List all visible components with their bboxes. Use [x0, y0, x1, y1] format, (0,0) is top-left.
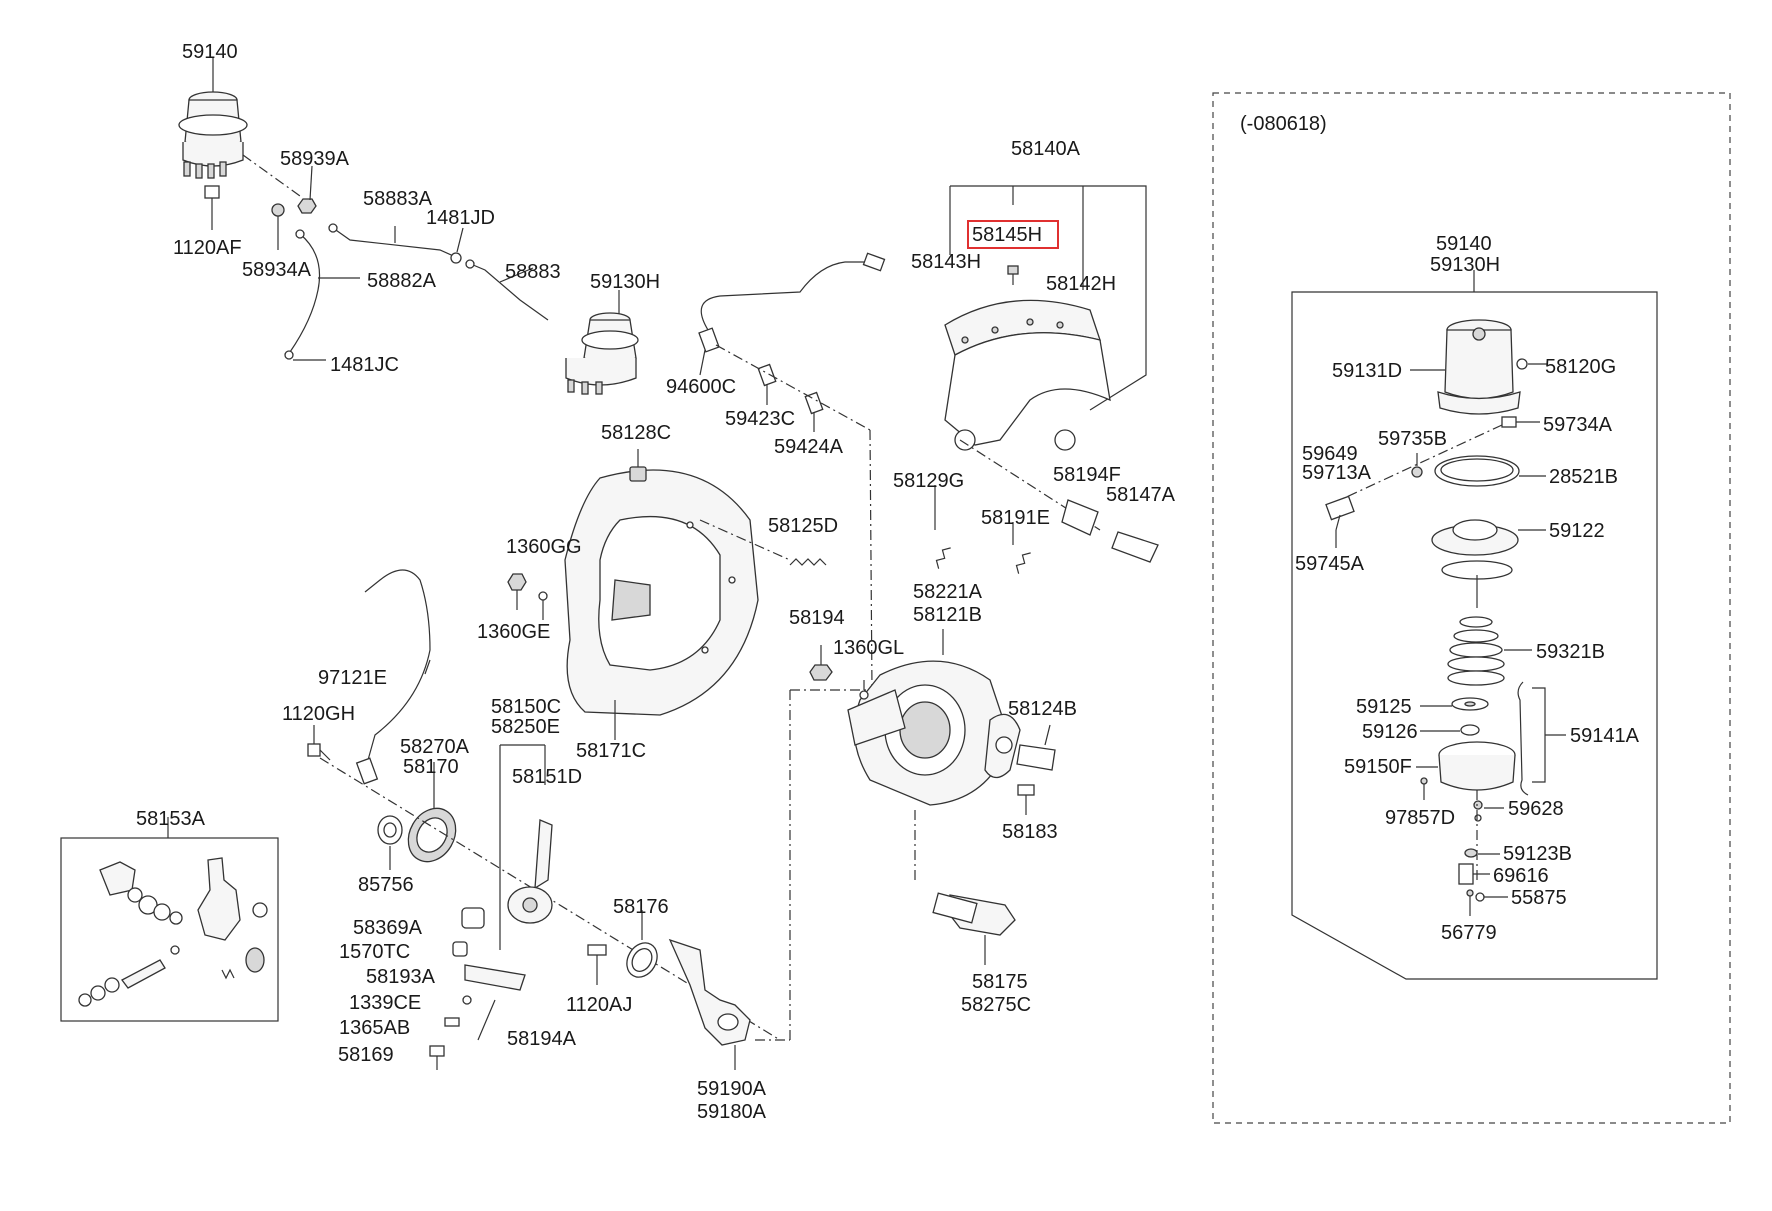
highlighted-part-box — [967, 220, 1059, 249]
part-label-59649[interactable]: 59649 — [1302, 443, 1358, 465]
part-label-59130H[interactable]: 59130H — [590, 271, 660, 293]
part-label-59141A[interactable]: 59141A — [1570, 725, 1640, 747]
brake-spider-group — [809, 629, 1056, 965]
part-label-97857D[interactable]: 97857D — [1385, 807, 1455, 829]
part-label-58183[interactable]: 58183 — [1002, 821, 1058, 843]
part-label-59628[interactable]: 59628 — [1508, 798, 1564, 820]
part-label-85756[interactable]: 85756 — [358, 874, 414, 896]
part-label-58175[interactable]: 58175 — [972, 971, 1028, 993]
part-label-58194A[interactable]: 58194A — [507, 1028, 577, 1050]
part-label-59126[interactable]: 59126 — [1362, 721, 1418, 743]
slack-adjuster-detail-inset — [60, 817, 279, 1022]
part-label-58169[interactable]: 58169 — [338, 1044, 394, 1066]
part-label-58193A[interactable]: 58193A — [366, 966, 436, 988]
part-label-58939A[interactable]: 58939A — [280, 148, 350, 170]
part-label-55875[interactable]: 55875 — [1511, 887, 1567, 909]
abs-sensor-cable-group — [698, 252, 886, 691]
part-label-58128C[interactable]: 58128C — [601, 422, 671, 444]
part-label-97121E[interactable]: 97121E — [318, 667, 387, 689]
part-label-58934A[interactable]: 58934A — [242, 259, 312, 281]
part-label-1120AJ[interactable]: 1120AJ — [566, 994, 632, 1016]
variant-date-note: (-080618) — [1240, 113, 1327, 135]
part-label-1365AB[interactable]: 1365AB — [339, 1017, 410, 1039]
part-label-58883A[interactable]: 58883A — [363, 188, 433, 210]
part-label-59734A[interactable]: 59734A — [1543, 414, 1613, 436]
part-label-59130H-variant[interactable]: 59130H — [1430, 254, 1500, 276]
part-label-1360GL[interactable]: 1360GL — [833, 637, 904, 659]
part-label-58120G[interactable]: 58120G — [1545, 356, 1616, 378]
part-label-58194F[interactable]: 58194F — [1053, 464, 1121, 486]
part-label-58150C[interactable]: 58150C — [491, 696, 561, 718]
part-label-58151D[interactable]: 58151D — [512, 766, 582, 788]
part-label-1360GG[interactable]: 1360GG — [506, 536, 582, 558]
part-label-69616[interactable]: 69616 — [1493, 865, 1549, 887]
part-label-58221A[interactable]: 58221A — [913, 581, 983, 603]
brake-chamber-group — [178, 58, 639, 395]
part-label-58147A[interactable]: 58147A — [1106, 484, 1176, 506]
part-label-58143H[interactable]: 58143H — [911, 251, 981, 273]
part-label-1481JC[interactable]: 1481JC — [330, 354, 399, 376]
part-label-58171C[interactable]: 58171C — [576, 740, 646, 762]
part-label-59190A[interactable]: 59190A — [697, 1078, 767, 1100]
part-label-59123B[interactable]: 59123B — [1503, 843, 1572, 865]
part-label-58125D[interactable]: 58125D — [768, 515, 838, 537]
part-label-58153A[interactable]: 58153A — [136, 808, 206, 830]
part-label-1120AF[interactable]: 1120AF — [173, 237, 242, 259]
part-label-58275C[interactable]: 58275C — [961, 994, 1031, 1016]
part-label-58194[interactable]: 58194 — [789, 607, 845, 629]
slack-adjuster-group — [307, 569, 870, 1070]
part-label-1481JD[interactable]: 1481JD — [426, 207, 495, 229]
part-label-58129G[interactable]: 58129G — [893, 470, 964, 492]
dust-shield-group — [507, 449, 827, 740]
part-label-1339CE[interactable]: 1339CE — [349, 992, 421, 1014]
part-label-59424A[interactable]: 59424A — [774, 436, 844, 458]
part-label-58250E[interactable]: 58250E — [491, 716, 560, 738]
part-label-59321B[interactable]: 59321B — [1536, 641, 1605, 663]
brake-shoe-group — [934, 185, 1159, 574]
part-label-59745A[interactable]: 59745A — [1295, 553, 1365, 575]
part-label-58145H[interactable]: 58145H — [972, 224, 1042, 246]
part-label-59140-variant[interactable]: 59140 — [1436, 233, 1492, 255]
part-label-59125[interactable]: 59125 — [1356, 696, 1412, 718]
part-label-59150F[interactable]: 59150F — [1344, 756, 1412, 778]
part-label-59122[interactable]: 59122 — [1549, 520, 1605, 542]
part-label-58170[interactable]: 58170 — [403, 756, 459, 778]
part-label-94600C[interactable]: 94600C — [666, 376, 736, 398]
part-label-1570TC[interactable]: 1570TC — [339, 941, 410, 963]
part-label-58176[interactable]: 58176 — [613, 896, 669, 918]
part-label-58124B[interactable]: 58124B — [1008, 698, 1077, 720]
part-label-58270A[interactable]: 58270A — [400, 736, 470, 758]
part-label-58121B[interactable]: 58121B — [913, 604, 982, 626]
part-label-59140[interactable]: 59140 — [182, 41, 238, 63]
part-label-58883[interactable]: 58883 — [505, 261, 561, 283]
part-label-58140A[interactable]: 58140A — [1011, 138, 1081, 160]
variant-detail-panel — [1212, 92, 1731, 1124]
part-label-58882A[interactable]: 58882A — [367, 270, 437, 292]
part-label-28521B[interactable]: 28521B — [1549, 466, 1618, 488]
part-label-59131D[interactable]: 59131D — [1332, 360, 1402, 382]
part-label-58142H[interactable]: 58142H — [1046, 273, 1116, 295]
part-label-58369A[interactable]: 58369A — [353, 917, 423, 939]
part-label-59735B[interactable]: 59735B — [1378, 428, 1447, 450]
part-label-56779[interactable]: 56779 — [1441, 922, 1497, 944]
part-label-58191E[interactable]: 58191E — [981, 507, 1050, 529]
part-number-labels: 59140 58939A 58883A 1481JD 1120AF 58934A… — [136, 41, 1640, 1123]
part-label-59180A[interactable]: 59180A — [697, 1101, 767, 1123]
part-label-59423C[interactable]: 59423C — [725, 408, 795, 430]
part-label-59713A[interactable]: 59713A — [1302, 462, 1372, 484]
part-label-1120GH[interactable]: 1120GH — [282, 703, 355, 725]
part-label-1360GE[interactable]: 1360GE — [477, 621, 550, 643]
